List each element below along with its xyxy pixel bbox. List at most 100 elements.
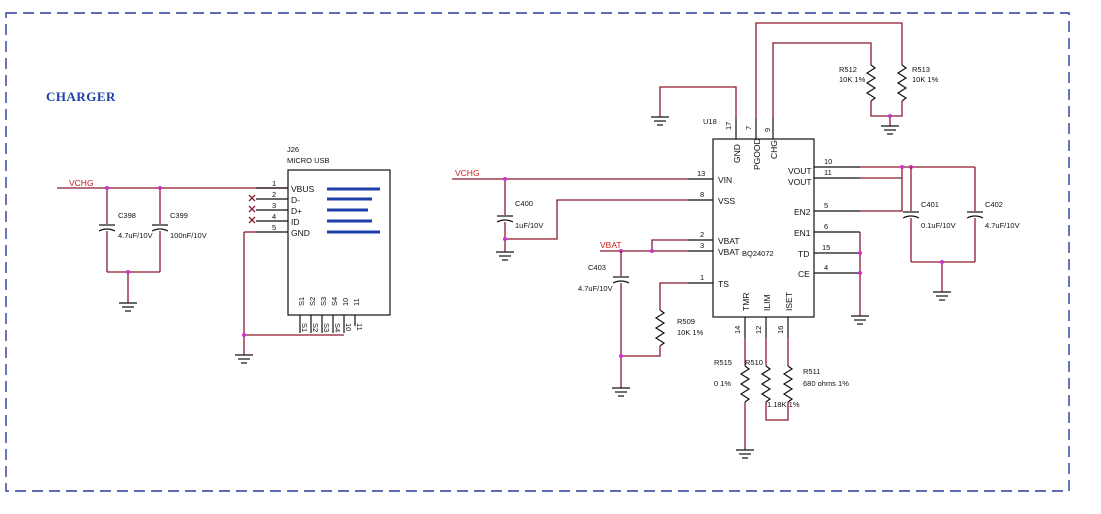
- j26-shield-label: S3: [322, 323, 331, 332]
- j26-pin-num: 2: [272, 190, 276, 199]
- r515-ref: R515: [714, 358, 732, 367]
- u18-body: [712, 138, 815, 318]
- r511-ref: R511: [803, 367, 820, 376]
- j26-body: [287, 169, 391, 316]
- j26-shield-label: 11: [352, 298, 361, 306]
- r510-value: 1.18K 1%: [767, 400, 800, 409]
- c400-ref: C400: [515, 199, 533, 208]
- j26-pin-num: 4: [272, 212, 276, 221]
- u18-part: BQ24072: [742, 249, 774, 258]
- u18-pin-num: 12: [754, 326, 763, 334]
- u18-pin-name: EN1: [794, 228, 811, 238]
- j26-shield-label: 10: [341, 298, 350, 306]
- u18-pin-num: 16: [776, 326, 785, 334]
- j26-shield-pins: S1 S2 S3 S4 10 11 S1 S2 S3 S4 10 11: [297, 297, 364, 333]
- j26-desc: MICRO USB: [287, 156, 330, 165]
- j26-pin-name: ID: [291, 217, 300, 227]
- j26-pin-name: GND: [291, 228, 310, 238]
- u18-pin-name: GND: [732, 144, 742, 163]
- c401-value: 0.1uF/10V: [921, 221, 956, 230]
- u18-pin-num: 17: [724, 122, 733, 130]
- r510-ref: R510: [745, 358, 763, 367]
- u18-pin-name: CE: [798, 269, 810, 279]
- r509-ref: R509: [677, 317, 695, 326]
- net-vchg-right: VCHG: [455, 168, 480, 178]
- u18-pin-name: VBAT: [718, 247, 740, 257]
- j26-shield-label: S4: [330, 297, 339, 306]
- j26-pin-name: D+: [291, 206, 302, 216]
- u18-pin-name: EN2: [794, 207, 811, 217]
- u18-pin-num: 15: [822, 243, 830, 252]
- j26-ref: J26: [287, 145, 299, 154]
- c401-ref: C401: [921, 200, 939, 209]
- u18-pin-num: 11: [824, 168, 832, 177]
- r513-value: 10K 1%: [912, 75, 939, 84]
- u18-pin-name: VOUT: [788, 166, 812, 176]
- u18-pin-name: PGOOD: [752, 138, 762, 170]
- j26-shield-label: S2: [311, 323, 320, 332]
- u18-pin-name: TMR: [741, 293, 751, 311]
- u18-pin-num: 14: [733, 326, 742, 334]
- j26-shield-label: S2: [308, 297, 317, 306]
- c398-ref: C398: [118, 211, 136, 220]
- u18-ref: U18: [703, 117, 717, 126]
- r511-value: 680 ohms 1%: [803, 379, 849, 388]
- j26-shield-label: 10: [344, 323, 353, 331]
- r512-value: 10K 1%: [839, 75, 866, 84]
- u18-pin-name: TS: [718, 279, 729, 289]
- ground-symbol: [496, 251, 514, 261]
- c399-value: 100nF/10V: [170, 231, 207, 240]
- j26-shield-label: S1: [300, 323, 309, 332]
- u18-pin-num: 13: [697, 169, 705, 178]
- u18-pin-name: VOUT: [788, 177, 812, 187]
- sheet-border: [5, 12, 1070, 492]
- u18-pin-name: VSS: [718, 196, 735, 206]
- u18-pin-name: VIN: [718, 175, 732, 185]
- c403-value: 4.7uF/10V: [578, 284, 613, 293]
- u18-pin-num: 4: [824, 263, 828, 272]
- sheet-title: CHARGER: [46, 89, 116, 104]
- j26-shield-label: 11: [355, 323, 364, 331]
- net-vchg-left: VCHG: [69, 178, 94, 188]
- ground-symbol: [933, 291, 951, 301]
- ground-symbol: [651, 116, 669, 126]
- u18-pin-name: VBAT: [718, 236, 740, 246]
- ground-symbol: [851, 315, 869, 325]
- r512-ref: R512: [839, 65, 857, 74]
- j26-shield-label: S3: [319, 297, 328, 306]
- c402-value: 4.7uF/10V: [985, 221, 1020, 230]
- u18-pin-num: 10: [824, 157, 832, 166]
- r513-ref: R513: [912, 65, 930, 74]
- no-connect-marks: [248, 194, 256, 224]
- u18-pin-num: 8: [700, 190, 704, 199]
- j26-pin-num: 1: [272, 179, 276, 188]
- u18-pin-name: TD: [798, 249, 809, 259]
- usb-logo: [327, 187, 380, 234]
- u18-pin-num: 7: [744, 126, 753, 130]
- u18-pin-name: CHG: [769, 140, 779, 159]
- j26-pin-num: 3: [272, 201, 276, 210]
- u18-pin-num: 5: [824, 201, 828, 210]
- left-section: VCHG C398 4.7uF/10V C399 100nF/10V J26 M…: [57, 145, 391, 364]
- r515-value: 0 1%: [714, 379, 731, 388]
- j26-shield-label: S1: [297, 297, 306, 306]
- c402-ref: C402: [985, 200, 1003, 209]
- u18-pin-num: 1: [700, 273, 704, 282]
- ground-symbol: [235, 354, 253, 364]
- c400-value: 1uF/10V: [515, 221, 543, 230]
- j26-shield-label: S4: [333, 323, 342, 332]
- net-vbat: VBAT: [600, 240, 622, 250]
- r509-value: 10K 1%: [677, 328, 704, 337]
- j26-pin-num: 5: [272, 223, 276, 232]
- u18-pin-name: ILIM: [762, 294, 772, 311]
- u18-pin-num: 9: [763, 128, 772, 132]
- u18-pin-num: 6: [824, 222, 828, 231]
- j26-pin-name: VBUS: [291, 184, 314, 194]
- ground-symbol: [119, 302, 137, 312]
- u18-pin-num: 3: [700, 241, 704, 250]
- ground-symbol: [612, 387, 630, 397]
- u18-pin-name: ISET: [784, 292, 794, 311]
- c399-ref: C399: [170, 211, 188, 220]
- ground-symbol: [736, 449, 754, 459]
